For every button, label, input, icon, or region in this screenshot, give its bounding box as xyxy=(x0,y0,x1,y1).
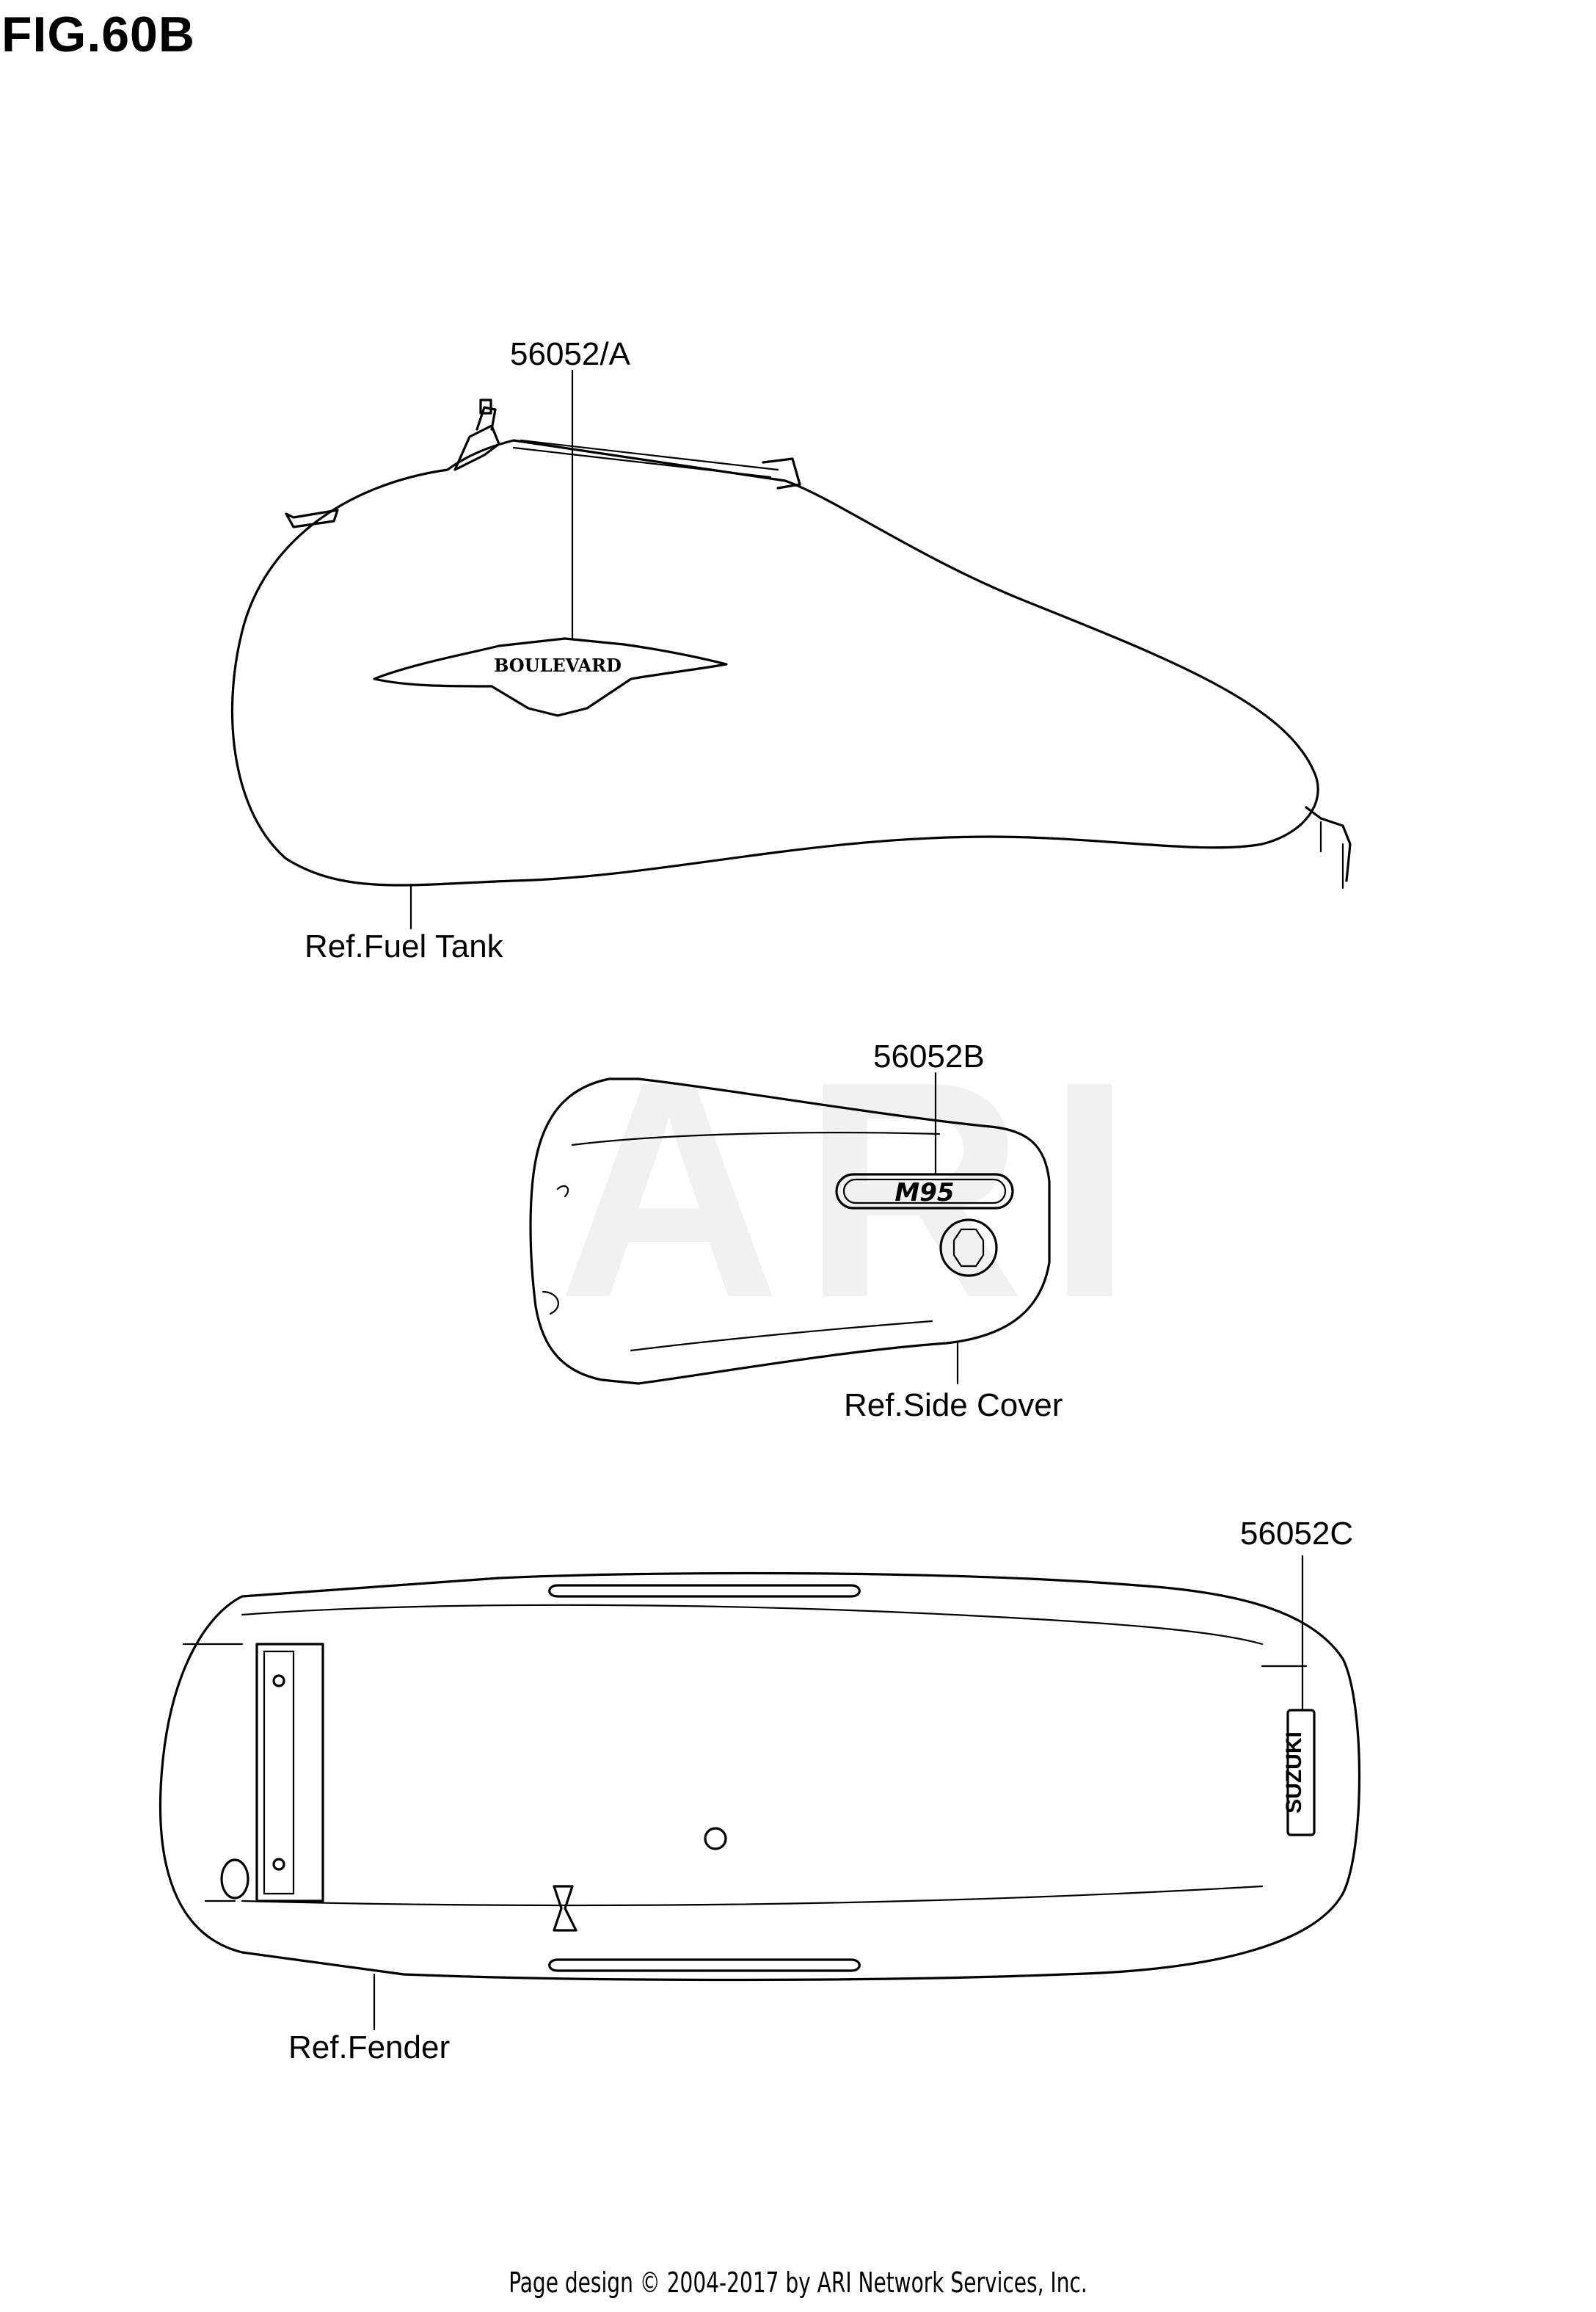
page-footer: Page design © 2004-2017 by ARI Network S… xyxy=(509,2266,1087,2299)
side-emblem-text: M95 xyxy=(894,1178,954,1207)
fender-emblem-text: SUZUKI xyxy=(1282,1731,1306,1814)
side-cover-illustration xyxy=(529,1077,1051,1385)
fender-part-number: 56052C xyxy=(1240,1516,1354,1552)
fender-ref-label: Ref.Fender xyxy=(288,2029,451,2065)
ari-watermark: ARI xyxy=(558,1018,1155,1362)
fuel-tank-illustration xyxy=(230,399,1352,890)
side-cover-ref-label: Ref.Side Cover xyxy=(844,1387,1063,1423)
tank-ref-label: Ref.Fuel Tank xyxy=(305,928,503,964)
figure-title: FIG.60B xyxy=(1,7,195,62)
tank-emblem-text: BOULEVARD xyxy=(494,655,622,676)
side-cover-part-number: 56052B xyxy=(873,1039,985,1075)
tank-part-number: 56052/A xyxy=(510,336,630,372)
fender-illustration xyxy=(158,1571,1361,1982)
